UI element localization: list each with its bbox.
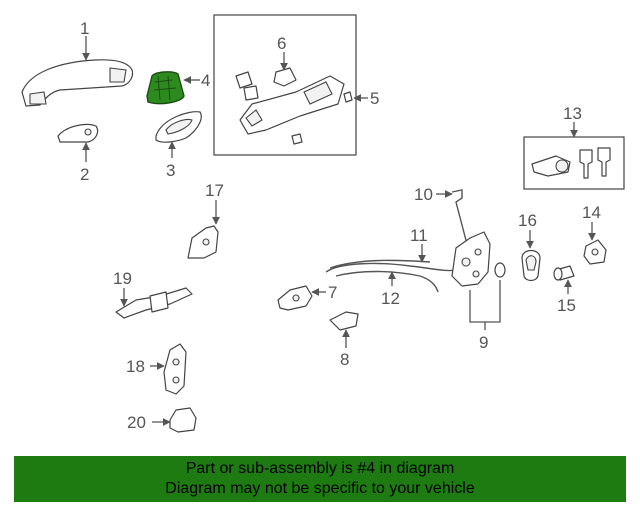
callout-17[interactable]: 17 — [205, 181, 224, 200]
callout-5[interactable]: 5 — [370, 89, 379, 108]
part-3-inside-handle[interactable] — [155, 111, 202, 143]
part-9-door-lock-assembly[interactable] — [451, 231, 506, 287]
callout-9[interactable]: 9 — [479, 333, 488, 352]
callout-13[interactable]: 13 — [563, 104, 582, 123]
banner-line-disclaimer: Diagram may not be specific to your vehi… — [165, 480, 475, 497]
callout-12[interactable]: 12 — [381, 289, 400, 308]
part-18-hinge[interactable] — [163, 343, 187, 395]
callout-6[interactable]: 6 — [277, 34, 286, 53]
callout-4[interactable]: 4 — [201, 71, 210, 90]
callout-10[interactable]: 10 — [414, 185, 433, 204]
callout-18[interactable]: 18 — [126, 357, 145, 376]
callout-2[interactable]: 2 — [80, 165, 89, 184]
part-2-handle-cover[interactable] — [57, 123, 99, 143]
part-16-cover[interactable] — [521, 249, 541, 282]
part-4-handle-pad-highlighted[interactable] — [146, 71, 185, 105]
part-19-door-check[interactable] — [115, 287, 193, 319]
part-20-cap[interactable] — [169, 407, 197, 433]
callout-8[interactable]: 8 — [340, 350, 349, 369]
part-14-striker[interactable] — [583, 239, 607, 265]
callout-20[interactable]: 20 — [127, 413, 146, 432]
part-4-shape — [146, 71, 185, 105]
part-1-outside-handle[interactable] — [21, 59, 134, 107]
callout-1[interactable]: 1 — [80, 19, 89, 38]
part-11-12-cables[interactable] — [325, 259, 457, 293]
callout-15[interactable]: 15 — [557, 296, 576, 315]
part-13-lock-cylinder-set[interactable] — [531, 147, 611, 179]
callout-7[interactable]: 7 — [328, 283, 337, 302]
banner-line-part-number: Part or sub-assembly is #4 in diagram — [185, 460, 455, 477]
part-15-bolt[interactable] — [553, 265, 575, 281]
callout-16[interactable]: 16 — [518, 211, 537, 230]
part-5-6-handle-frame[interactable] — [235, 67, 353, 145]
part-7-latch-bracket[interactable] — [277, 285, 313, 311]
callout-19[interactable]: 19 — [113, 269, 132, 288]
part-17-bracket[interactable] — [187, 225, 219, 259]
part-8-bezel[interactable] — [329, 311, 359, 331]
part-10-lock-rod[interactable] — [451, 189, 469, 249]
callout-14[interactable]: 14 — [582, 203, 601, 222]
callout-3[interactable]: 3 — [166, 161, 175, 180]
callout-11[interactable]: 11 — [410, 226, 428, 245]
parts-diagram: 1 4 2 3 6 5 13 — [21, 14, 625, 433]
notice-banner: Part or sub-assembly is #4 in diagram Di… — [14, 456, 626, 502]
